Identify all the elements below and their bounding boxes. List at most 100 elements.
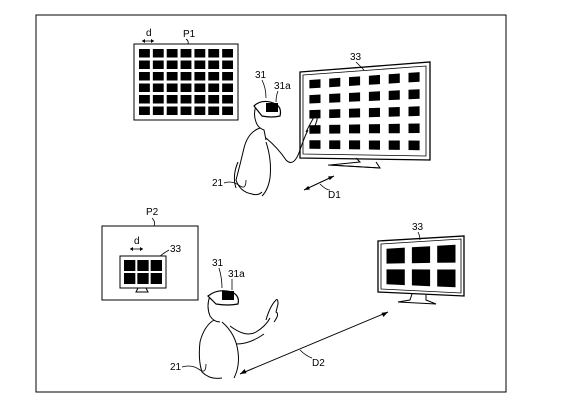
distance-d1-arrow: D1 <box>303 175 341 201</box>
display-tile <box>329 93 341 103</box>
display-tile <box>388 90 400 101</box>
figure-border <box>35 14 507 393</box>
grid-tile <box>137 260 149 271</box>
user-bottom-label: 21 <box>170 362 182 373</box>
panel-p2: P2 d 33 <box>101 207 199 301</box>
hmd-top-sub-label: 31a <box>274 81 291 92</box>
user-bottom-body <box>198 319 223 379</box>
display-top-label: 33 <box>350 52 362 63</box>
grid-tile <box>166 106 178 115</box>
user-top-body <box>235 127 263 196</box>
display-tile <box>368 124 380 134</box>
grid-tile <box>152 72 164 81</box>
display-tile <box>408 123 420 134</box>
hmd-bottom-label: 31 <box>212 258 224 269</box>
display-tile <box>388 107 400 117</box>
display-tile <box>408 89 420 100</box>
display-tile <box>368 140 380 150</box>
display-tile <box>388 123 400 134</box>
grid-tile <box>166 49 178 58</box>
grid-tile <box>166 83 178 92</box>
display-tile <box>368 91 380 101</box>
user-bottom-hand <box>265 299 279 323</box>
grid-tile <box>166 60 178 69</box>
display-top-tile-grid <box>309 72 420 151</box>
user-top-torso <box>261 141 271 197</box>
display-bottom-label: 33 <box>412 222 424 233</box>
display-top-bezel <box>302 65 427 157</box>
display-bottom-stand <box>397 293 437 305</box>
display-top-leader <box>355 61 365 71</box>
hmd-top-lens <box>266 103 278 112</box>
d-label-inset: d <box>134 236 140 247</box>
display-tile <box>386 269 405 286</box>
p1-leader <box>185 38 189 45</box>
grid-tile <box>152 83 164 92</box>
display-tile <box>411 269 431 287</box>
display-33-top: 33 <box>299 52 431 169</box>
display-tile <box>408 72 420 83</box>
display-bottom-tile-grid <box>386 244 456 288</box>
display-tile <box>437 269 456 288</box>
p2-label: P2 <box>146 207 159 218</box>
inset-display-stand <box>135 287 149 293</box>
display-bottom-bezel <box>380 238 462 294</box>
display-tile <box>368 107 380 118</box>
display-tile <box>349 92 361 102</box>
user-21-bottom: 31 31a 21 <box>170 258 279 379</box>
grid-tile <box>180 83 192 92</box>
grid-tile <box>166 72 178 81</box>
display-tile <box>368 74 380 85</box>
grid-tile <box>139 106 150 115</box>
display-tile <box>386 247 405 264</box>
display-tile <box>309 94 321 104</box>
grid-tile <box>152 49 164 58</box>
grid-tile <box>208 106 220 115</box>
grid-tile <box>150 273 162 284</box>
display-33-bottom: 33 <box>377 222 465 305</box>
user-bottom-head <box>207 295 221 323</box>
display-tile <box>408 106 420 117</box>
grid-tile <box>208 95 220 104</box>
d1-label: D1 <box>328 190 341 201</box>
display-tile <box>309 125 321 134</box>
display-tile <box>349 124 361 134</box>
d2-label: D2 <box>312 358 325 369</box>
grid-tile <box>150 260 162 271</box>
grid-tile <box>139 72 150 81</box>
grid-tile <box>124 260 136 271</box>
grid-tile <box>139 83 150 92</box>
grid-tile <box>222 95 233 104</box>
grid-tile <box>152 106 164 115</box>
distance-d2-arrow: D2 <box>239 311 389 375</box>
p1-tile-grid <box>139 49 233 115</box>
grid-tile <box>180 72 192 81</box>
grid-tile <box>222 49 233 58</box>
display-tile <box>349 140 361 150</box>
display-tile <box>329 109 341 119</box>
grid-tile <box>194 106 206 115</box>
hmd-top-label: 31 <box>255 70 267 81</box>
d-label-top: d <box>146 28 152 39</box>
grid-tile <box>222 60 233 69</box>
grid-tile <box>208 60 220 69</box>
display-tile <box>349 76 361 86</box>
grid-tile <box>194 60 206 69</box>
inset-display-tile-grid <box>124 260 162 284</box>
display-tile <box>349 108 361 118</box>
grid-tile <box>194 49 206 58</box>
grid-tile <box>152 95 164 104</box>
p1-label: P1 <box>183 29 196 40</box>
display-tile <box>437 244 456 263</box>
d-arrow-top <box>142 39 154 43</box>
grid-tile <box>180 95 192 104</box>
inset-display-label: 33 <box>170 244 182 255</box>
display-tile <box>408 140 420 151</box>
grid-tile <box>194 83 206 92</box>
user-bottom-arm <box>229 317 271 335</box>
user-top-back <box>233 161 239 189</box>
grid-tile <box>152 60 164 69</box>
grid-tile <box>139 60 150 69</box>
hmd-bottom-sub-label: 31a <box>228 269 245 280</box>
